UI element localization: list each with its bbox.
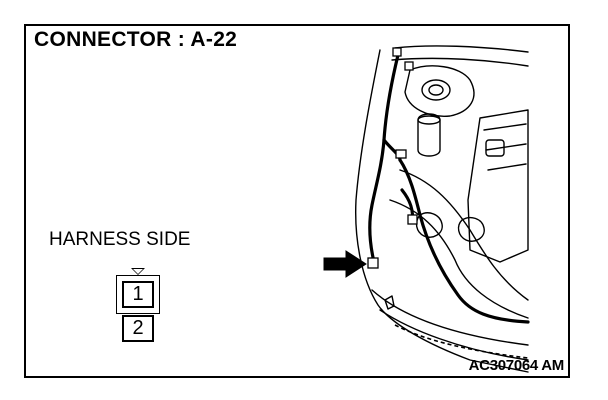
connector-lock-inner [133, 269, 143, 274]
diagram-frame [24, 24, 570, 378]
engine-block [467, 109, 529, 263]
inner-panel [399, 169, 529, 301]
pin-2: 2 [122, 315, 154, 342]
connector-pointer-arrow [323, 250, 367, 278]
reservoir [417, 113, 441, 157]
connector-title: CONNECTOR : A-22 [34, 28, 238, 51]
strut-cap [421, 79, 451, 101]
connector-housing [116, 275, 160, 314]
harness-side-label: HARNESS SIDE [49, 229, 191, 250]
hood-inner-edge [391, 57, 529, 67]
figure-id: AC307064 AM [468, 357, 565, 374]
connector-a22-location [367, 257, 379, 269]
hood-edge [394, 45, 529, 53]
strut-tower [404, 65, 475, 117]
wiring-harness [368, 53, 400, 264]
pin-1: 1 [122, 281, 154, 308]
engine-cap [485, 139, 505, 157]
bumper-line [371, 289, 529, 346]
fender-outline [355, 49, 529, 373]
